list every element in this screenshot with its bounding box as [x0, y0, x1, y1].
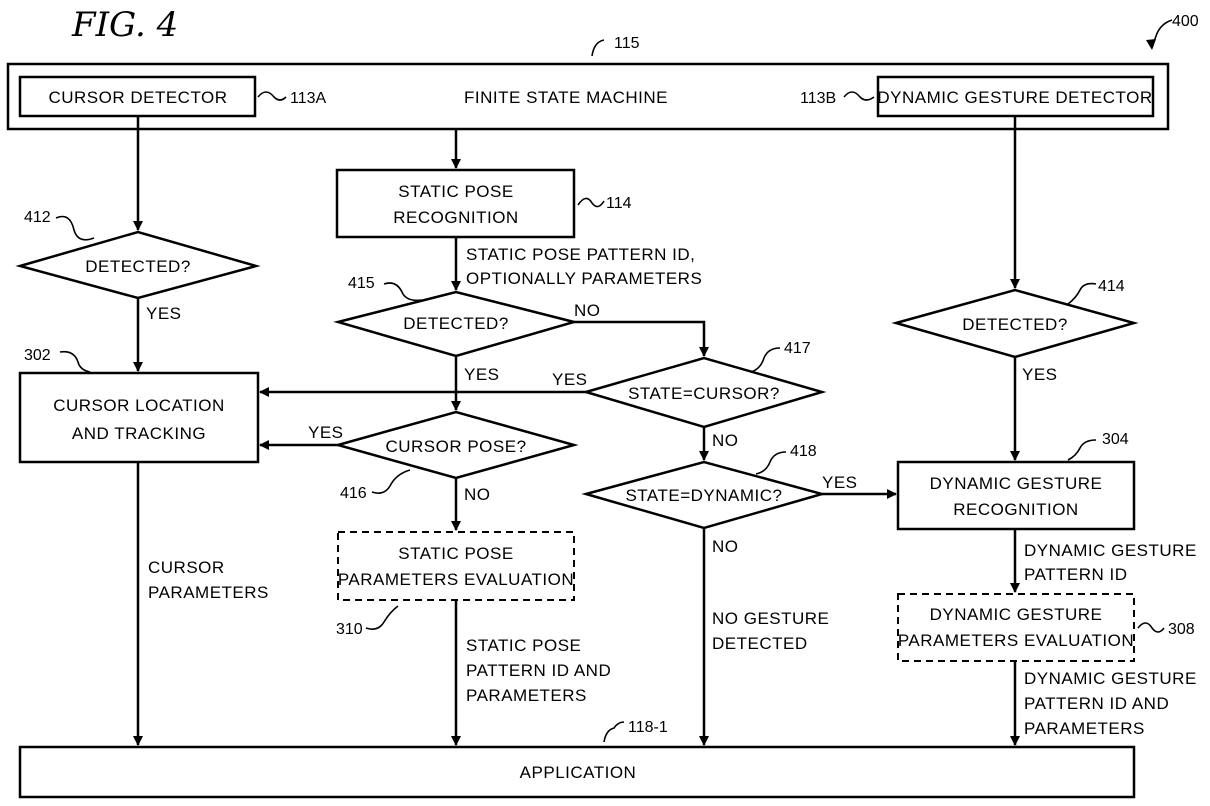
decision-412-ref-leader [55, 215, 95, 241]
cursor-params-line1: CURSOR [148, 558, 225, 577]
static-pose-recognition-line1: STATIC POSE [398, 182, 513, 201]
decision-414-ref-leader [1067, 282, 1097, 305]
static-pose-recognition-ref: 114 [606, 195, 632, 212]
dynamic-recognition-ref: 304 [1102, 431, 1129, 448]
decision-417-yes: YES [552, 370, 588, 389]
dynamic-recognition-line2: RECOGNITION [953, 500, 1078, 519]
dynamic-recognition-line1: DYNAMIC GESTURE [930, 474, 1103, 493]
static-output-line2: PATTERN ID AND [466, 661, 611, 680]
dynamic-recognition-ref-leader [1067, 439, 1097, 461]
fsm-label: FINITE STATE MACHINE [464, 88, 668, 107]
no-gesture-line1: NO GESTURE [712, 609, 829, 628]
figure-ref-arrowhead [1146, 39, 1156, 50]
decision-414-label: DETECTED? [962, 315, 1068, 334]
static-pose-output-line1: STATIC POSE PATTERN ID, [466, 245, 695, 264]
dynamic-pattern-line1: DYNAMIC GESTURE [1024, 541, 1197, 560]
decision-418-ref: 418 [790, 443, 817, 460]
static-eval-line1: STATIC POSE [398, 544, 513, 563]
fsm-ref: 115 [614, 35, 640, 52]
dynamic-output-line2: PATTERN ID AND [1024, 694, 1169, 713]
application-label: APPLICATION [520, 763, 637, 782]
decision-418-label: STATE=DYNAMIC? [625, 486, 782, 505]
decision-412-ref: 412 [24, 209, 51, 226]
dynamic-eval-ref-leader [1137, 622, 1165, 633]
static-pose-output-line2: OPTIONALLY PARAMETERS [466, 269, 702, 288]
static-output-line3: PARAMETERS [466, 686, 587, 705]
cursor-tracking-box [18, 371, 260, 464]
dynamic-detector-ref-leader [843, 91, 875, 101]
figure-ref: 400 [1172, 13, 1199, 30]
fsm-ref-leader [591, 39, 605, 57]
decision-414-diamond [891, 288, 1139, 359]
static-eval-line2: PARAMETERS EVALUATION [338, 570, 574, 589]
dynamic-eval-box [897, 593, 1135, 662]
no-gesture-line2: DETECTED [712, 634, 808, 653]
static-output-line1: STATIC POSE [466, 636, 581, 655]
cursor-tracking-line2: AND TRACKING [72, 424, 206, 443]
decision-415-no: NO [574, 301, 601, 320]
cursor-tracking-ref-leader [59, 350, 91, 373]
decision-416-ref-leader [371, 469, 411, 494]
decision-415-label: DETECTED? [403, 314, 509, 333]
decision-412-yes: YES [146, 304, 182, 323]
decision-417-ref-leader [749, 347, 781, 373]
static-eval-ref-leader [365, 605, 399, 630]
decision-416-label: CURSOR POSE? [385, 437, 526, 456]
dynamic-detector-ref: 113B [800, 90, 836, 107]
dynamic-recognition-box [896, 460, 1136, 531]
dynamic-output-line3: PARAMETERS [1024, 719, 1145, 738]
figure-title: FIG. 4 [71, 5, 178, 45]
decision-414-yes: YES [1022, 365, 1058, 384]
decision-412-label: DETECTED? [85, 257, 191, 276]
decision-416-no: NO [464, 485, 491, 504]
decision-417-no: NO [712, 431, 739, 450]
decision-415-ref: 415 [348, 275, 375, 292]
cursor-tracking-ref: 302 [24, 347, 51, 364]
cursor-detector-ref: 113A [290, 90, 327, 107]
decision-418-ref-leader [755, 451, 787, 475]
cursor-detector-ref-leader [257, 91, 287, 101]
static-eval-ref: 310 [336, 621, 363, 638]
decision-417-label: STATE=CURSOR? [628, 384, 780, 403]
arrow-415-no-to-417 [574, 320, 709, 357]
dynamic-eval-line1: DYNAMIC GESTURE [930, 605, 1103, 624]
decision-415-ref-leader [383, 282, 423, 302]
cursor-detector-label: CURSOR DETECTOR [48, 88, 227, 107]
dynamic-eval-ref: 308 [1168, 621, 1195, 638]
decision-417-diamond [581, 356, 827, 429]
decision-416-ref: 416 [340, 485, 367, 502]
application-ref-leader [603, 721, 625, 743]
dynamic-detector-label: DYNAMIC GESTURE DETECTOR [877, 88, 1152, 107]
decision-415-yes: YES [464, 365, 500, 384]
decision-416-diamond [333, 410, 579, 480]
figure-ref-leader [1151, 19, 1173, 49]
dynamic-eval-line2: PARAMETERS EVALUATION [898, 631, 1134, 650]
decision-418-no: NO [712, 537, 739, 556]
dynamic-pattern-line2: PATTERN ID [1024, 565, 1128, 584]
static-pose-recognition-line2: RECOGNITION [393, 208, 518, 227]
decision-414-ref: 414 [1098, 278, 1125, 295]
application-ref: 118-1 [628, 719, 668, 736]
cursor-tracking-line1: CURSOR LOCATION [53, 396, 225, 415]
decision-417-ref: 417 [784, 340, 811, 357]
decision-418-yes: YES [822, 473, 858, 492]
static-eval-box [337, 531, 575, 601]
dynamic-output-line1: DYNAMIC GESTURE [1024, 669, 1197, 688]
static-pose-recognition-ref-leader [577, 197, 605, 208]
decision-416-yes: YES [308, 423, 344, 442]
application-box [18, 745, 1136, 799]
decision-412-diamond [15, 230, 261, 300]
static-pose-recognition-box [335, 168, 576, 239]
cursor-params-line2: PARAMETERS [148, 583, 269, 602]
